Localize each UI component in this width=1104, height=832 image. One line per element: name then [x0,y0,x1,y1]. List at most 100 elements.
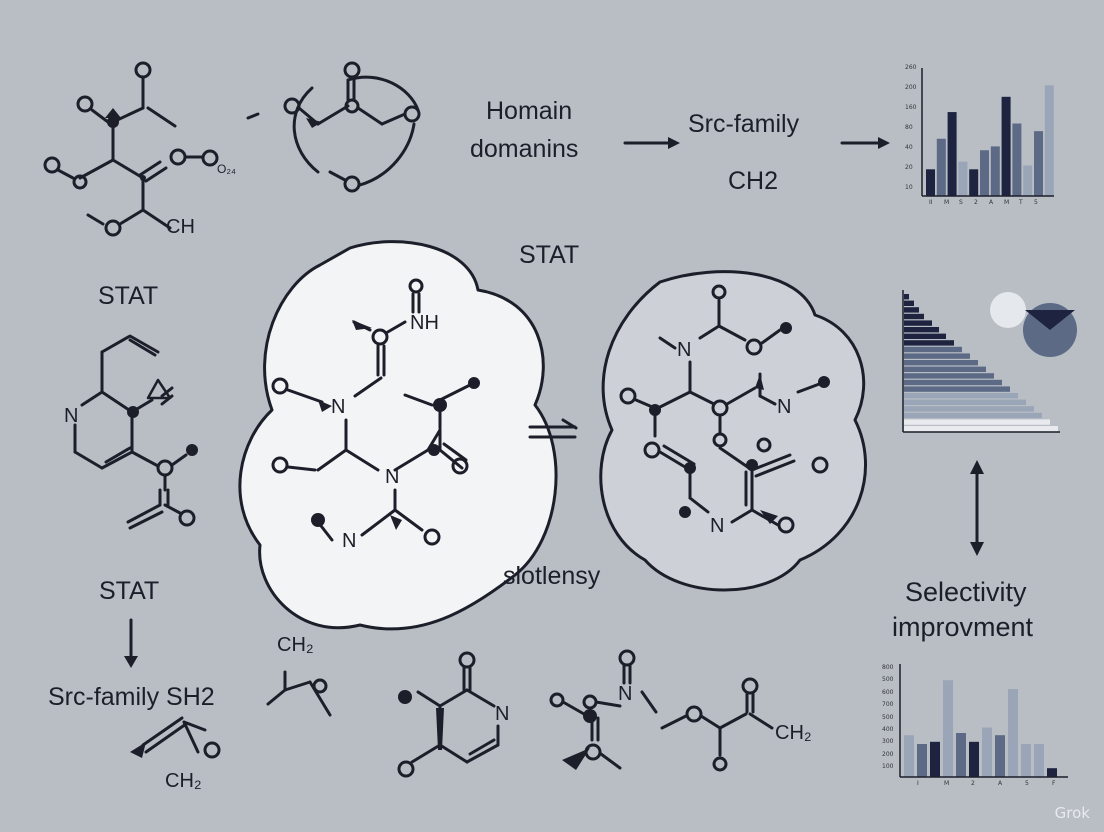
atom-n-right-1: N [677,339,692,361]
chart2-bar-10 [904,353,970,359]
chart3-axes [899,664,1068,778]
chart3-ytick: 200 [882,750,894,758]
chart2-bar-4 [904,313,924,320]
chart1-ytick: 20 [905,164,913,171]
atom-n-bottom-2: N [618,683,633,705]
chart1-ytick: 160 [905,104,917,111]
chart1-bar-1 [926,169,935,196]
chart2-bar-20 [904,419,1050,425]
chart1-ytick: 260 [905,64,917,71]
chart2-bar-12 [904,366,986,372]
chart1-ytick: 80 [905,124,913,131]
label-domanins: domanins [470,135,579,163]
chart1-bar-8 [1001,96,1011,196]
chart1-bar-7 [990,146,1000,196]
chart1-axes [921,68,1054,197]
chart3-xtick: A [998,780,1003,787]
chart3-xtick: 5 [1025,780,1029,787]
chart2-bar-7 [904,333,946,339]
chart3-ytick: 500 [882,713,894,721]
chart3-bar-8 [995,735,1005,777]
chart1-bar-10 [1023,165,1033,196]
chart3-xtick: F [1052,780,1056,787]
molecule-top-left [43,61,219,237]
pie-slice-dark [1025,310,1075,330]
chart2-bar-9 [904,346,962,353]
equilibrium-arrow [528,418,578,439]
chart3-bar-2 [917,744,927,777]
chart3-bar-5 [956,733,966,777]
chart3-bar-7 [982,727,992,777]
chart1-xtick: 2 [974,199,978,206]
chart2-bar-5 [904,320,932,326]
chart3-ytick: 400 [882,726,894,733]
chart3-xtick: 2 [971,780,975,787]
chart3-bar-9 [1008,689,1018,777]
chart1-bar-11 [1034,131,1043,196]
label-stat-lower-left: STAT [99,577,160,605]
label-o24: O₂₄ [217,162,236,176]
chart1-bar-4 [958,161,968,196]
chart1-bar-6 [980,150,989,196]
label-ch2-bottom-1: CH₂ [277,634,314,656]
label-ch2-bottom-right: CH₂ [775,722,812,744]
chart3-ytick: 100 [882,763,894,771]
label-src-family-top: Src-family [688,110,800,138]
molecule-top-ring [246,61,421,193]
chart1-bar-9 [1012,123,1022,196]
chart3-bar-1 [904,735,914,777]
chart1-bar-5 [969,169,979,196]
chart3-bar-10 [1021,744,1031,777]
chart3-bar-11 [1034,744,1044,777]
chart2-bar-15 [904,386,1010,392]
right-blob [599,270,868,592]
chart2-bar-19 [904,412,1042,419]
chart2-bar-18 [904,406,1034,412]
chart3-bar-12 [1047,768,1057,777]
atom-n-center-1: N [331,396,346,418]
atom-n-center-3: N [342,530,357,552]
watermark: Grok [1054,804,1090,822]
chart2-bar-2 [904,300,914,306]
horizontal-bar-chart [904,294,1058,432]
chart2-bar-16 [904,393,1018,399]
chart2-bar-13 [904,373,994,379]
chart2-bar-14 [904,379,1002,386]
label-homain: Homain [486,97,573,125]
chart1-ytick: 40 [905,144,913,151]
molecule-bottom-center [397,649,774,778]
center-blob [238,240,558,631]
chart1-ytick: 10 [905,184,913,191]
chart1-xtick: M [1004,199,1010,206]
label-ch2-bottom-2: CH₂ [165,770,202,792]
chart1-ytick: 200 [905,84,917,91]
label-improvment: improvment [892,612,1034,642]
label-stat-left: STAT [98,282,159,310]
bar-chart-top-right [926,85,1054,196]
molecule-center [271,278,472,546]
label-nh: NH [410,312,439,334]
chart3-xtick: M [944,780,950,787]
atom-n-right-3: N [710,515,725,537]
label-src-family-sh2: Src-family SH2 [48,683,215,711]
atom-n-bottom-1: N [495,703,510,725]
chart2-bar-3 [904,307,919,313]
chart3-bar-6 [969,741,979,777]
molecule-left-ring [73,334,196,530]
molecule-bottom-left [141,670,332,759]
chart3-xtick: I [917,780,919,787]
chart1-bar-2 [936,138,946,196]
atom-n-center-2: N [385,466,400,488]
chart3-bar-3 [930,741,940,777]
chart2-bar-1 [904,294,909,300]
chart3-ytick: 800 [882,664,894,671]
chart3-ytick: 500 [882,676,894,684]
atom-n-right-2: N [777,396,792,418]
chart1-xtick: S [959,199,963,206]
chart1-xtick: M [944,199,950,206]
chart1-xtick: A [989,199,994,206]
label-slotlensy: slotlensy [503,562,601,590]
label-ch-top-left: CH [166,216,195,238]
chart3-ytick: 600 [882,688,894,696]
